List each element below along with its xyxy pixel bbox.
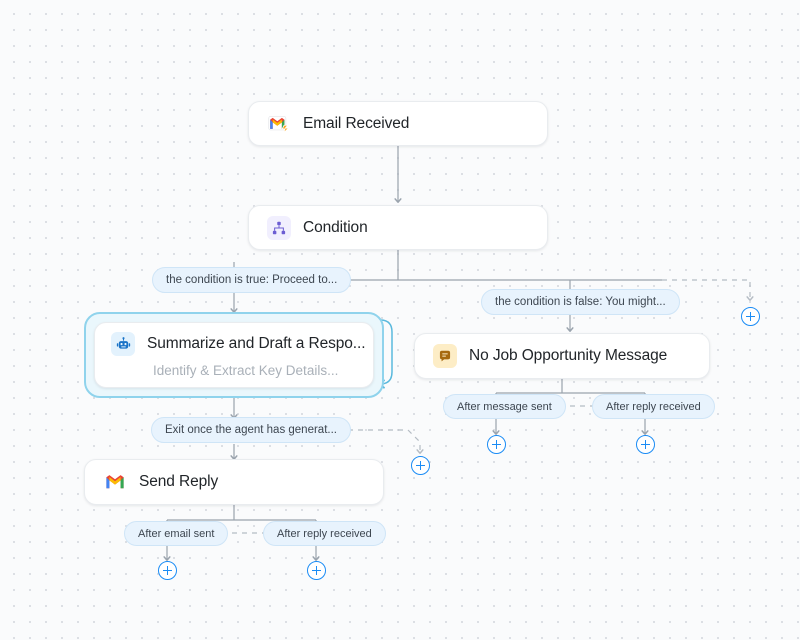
edge-label-after-reply-received-right[interactable]: After reply received	[592, 394, 715, 419]
edge-label-condition-false[interactable]: the condition is false: You might...	[481, 289, 680, 315]
node-title: No Job Opportunity Message	[469, 347, 668, 364]
edge-label-text: the condition is true: Proceed to...	[166, 274, 338, 286]
robot-agent-icon	[111, 332, 135, 356]
edge-label-text: After message sent	[457, 400, 552, 413]
node-title: Email Received	[303, 114, 410, 132]
node-email-received[interactable]: Email Received	[248, 101, 548, 146]
add-node-button-after-agent-exit[interactable]	[411, 456, 430, 475]
edge-label-text: After reply received	[606, 400, 701, 413]
edge-label-text: After email sent	[138, 527, 215, 540]
node-no-job-opportunity[interactable]: No Job Opportunity Message	[414, 333, 710, 379]
condition-branch-icon	[267, 215, 291, 240]
node-title: Send Reply	[139, 473, 219, 490]
add-node-button-after-email-sent[interactable]	[158, 561, 177, 580]
node-send-reply[interactable]: Send Reply	[84, 459, 384, 505]
edge-label-after-reply-received-left[interactable]: After reply received	[263, 521, 386, 546]
node-condition[interactable]: Condition	[248, 205, 548, 250]
add-node-button-after-message-sent[interactable]	[487, 435, 506, 454]
node-subtitle: Identify & Extract Key Details...	[153, 363, 339, 378]
add-node-button-after-reply-received-left[interactable]	[307, 561, 326, 580]
gmail-icon	[103, 470, 127, 494]
edge-label-condition-true[interactable]: the condition is true: Proceed to...	[152, 267, 352, 293]
node-title: Summarize and Draft a Respo...	[147, 335, 366, 352]
edge-label-text: After reply received	[277, 527, 372, 540]
node-title: Condition	[303, 218, 368, 236]
edge-label-after-message-sent[interactable]: After message sent	[443, 394, 566, 419]
node-summarize-draft-selected[interactable]: Summarize and Draft a Respo... Identify …	[84, 312, 384, 398]
edge-label-text: Exit once the agent has generat...	[165, 424, 337, 436]
edge-label-agent-exit[interactable]: Exit once the agent has generat...	[151, 417, 351, 443]
add-node-button-condition-far-right[interactable]	[741, 307, 760, 326]
edge-label-text: the condition is false: You might...	[495, 296, 666, 308]
message-icon	[433, 344, 457, 368]
edge-label-after-email-sent[interactable]: After email sent	[124, 521, 229, 546]
add-node-button-after-reply-received-right[interactable]	[636, 435, 655, 454]
gmail-trigger-icon	[267, 112, 291, 136]
